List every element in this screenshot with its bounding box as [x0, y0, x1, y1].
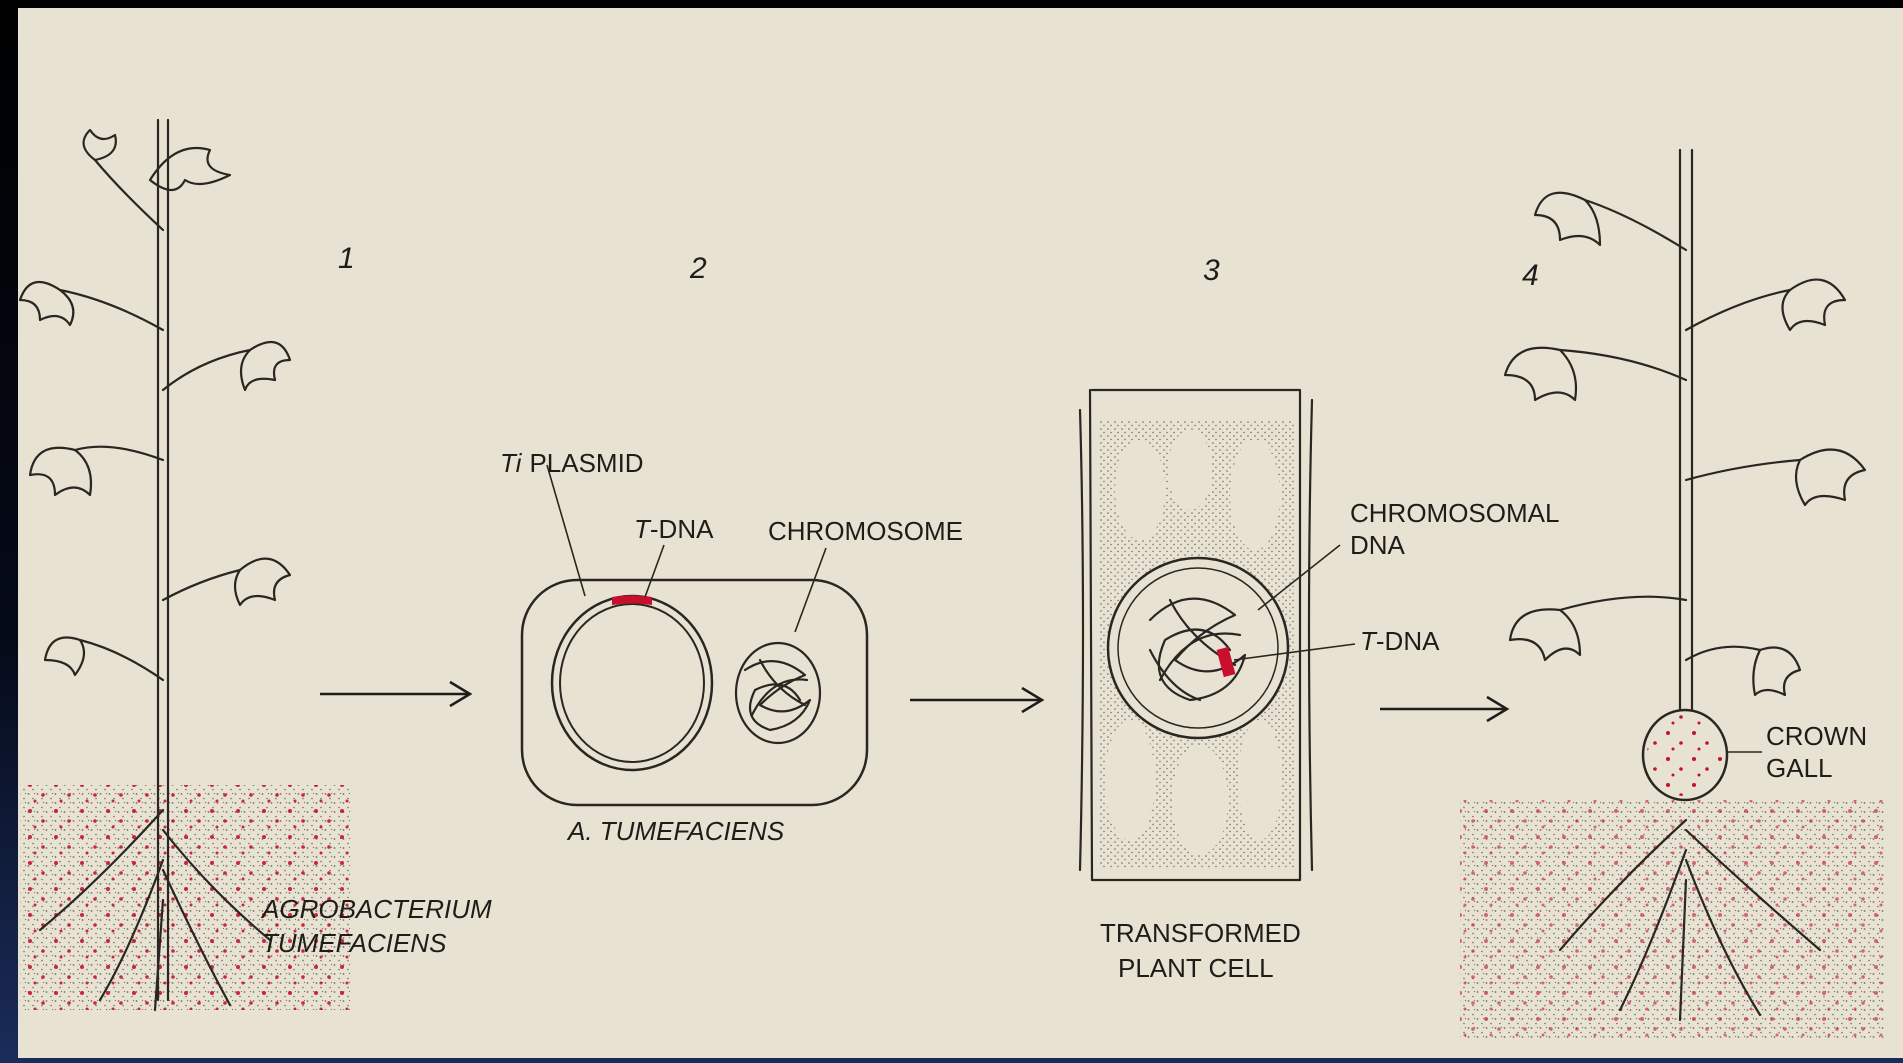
bacterial-cell-outline	[522, 580, 867, 805]
step-number-4: 4	[1522, 259, 1539, 292]
crown-gall-label-line1: CROWN	[1766, 721, 1867, 751]
arrow-2-to-3	[910, 688, 1042, 712]
panel-4-plant-with-gall: 4 CROWN GALL	[1460, 150, 1885, 1040]
bacterium-label-line2: TUMEFACIENS	[262, 928, 447, 958]
step-number-1: 1	[338, 242, 355, 275]
chromosomal-dna-label-line2: DNA	[1350, 530, 1406, 560]
chromosome-label: CHROMOSOME	[768, 516, 963, 546]
plasmid-word: PLASMID	[529, 448, 643, 478]
t-dna-leader-2	[645, 545, 664, 597]
ti-plasmid-inner	[560, 604, 704, 762]
step-number-3: 3	[1203, 254, 1220, 287]
chromosomal-dna-label-line1: CHROMOSOMAL	[1350, 498, 1559, 528]
chromosome-coil	[736, 643, 820, 743]
arrow-3-to-4	[1380, 697, 1507, 721]
bacteria-dots-4	[1460, 800, 1885, 1040]
step-number-2: 2	[689, 252, 707, 285]
t-dna-label-3: T-DNA	[1360, 626, 1440, 656]
ti-plasmid-outer	[552, 596, 712, 770]
nucleus	[1108, 558, 1288, 738]
transformed-cell-label-line2: PLANT CELL	[1118, 953, 1274, 983]
bacterium-label-line1: AGROBACTERIUM	[260, 894, 492, 924]
ti-prefix: Ti	[500, 448, 523, 478]
panel-1-plant: 1 AGROBACTERIUM TUMEFACIENS	[20, 120, 492, 1010]
dna-suffix: -DNA	[650, 514, 714, 544]
a-tumefaciens-label: A. TUMEFACIENS	[566, 816, 785, 846]
t-dna-label-2: T-DNA	[634, 514, 714, 544]
crown-gall-label-line2: GALL	[1766, 753, 1833, 783]
arrow-1-to-2	[320, 682, 470, 706]
dna-suffix-3: -DNA	[1376, 626, 1440, 656]
ti-plasmid-leader	[547, 465, 585, 596]
crown-gall-dots	[1647, 714, 1723, 796]
chromosome-leader	[795, 548, 826, 632]
transformed-cell-label-line1: TRANSFORMED	[1100, 918, 1301, 948]
